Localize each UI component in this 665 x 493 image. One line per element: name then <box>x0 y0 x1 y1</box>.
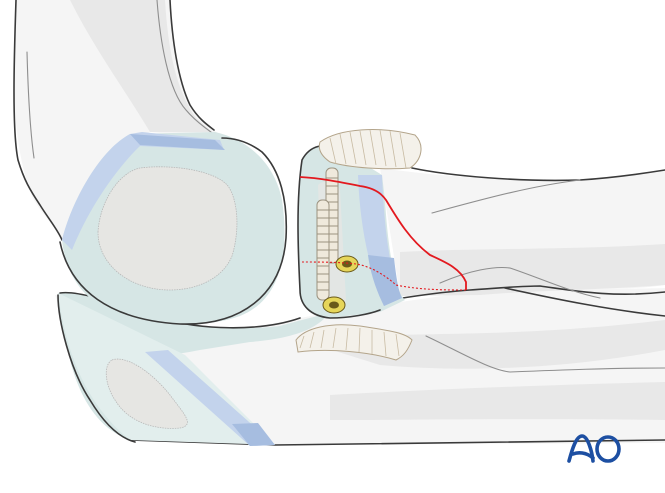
trochlea <box>59 132 288 325</box>
tension-band-wire <box>295 324 413 361</box>
lag-screw <box>316 199 346 314</box>
tension-band-wire <box>318 129 422 170</box>
olecranon <box>57 291 330 446</box>
humerus <box>13 0 226 241</box>
fracture-line <box>299 176 467 291</box>
ao-logo <box>567 434 621 463</box>
